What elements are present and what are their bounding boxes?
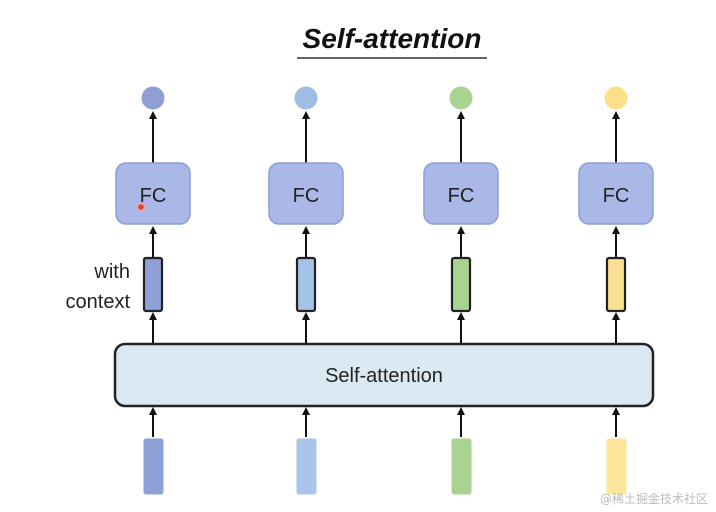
- self-attention-block: [113, 342, 655, 408]
- fc-label-4: FC: [603, 185, 630, 207]
- fc-box-4: [578, 162, 654, 225]
- fc-label-3: FC: [448, 185, 475, 207]
- input-vector-4: [606, 438, 627, 495]
- fc-box-2: [268, 162, 344, 225]
- context-label-line1: with: [93, 261, 130, 283]
- fc-label-2: FC: [293, 185, 320, 207]
- fc-box-1: [115, 162, 191, 225]
- watermark: @稀土掘金技术社区: [600, 491, 708, 506]
- slide-title: Self-attention: [303, 23, 482, 54]
- self-attention-label: Self-attention: [325, 365, 443, 387]
- fc-box-3: [423, 162, 499, 225]
- output-node-4: [604, 86, 628, 110]
- output-node-2: [294, 86, 318, 110]
- cursor-marker-icon: [136, 202, 146, 212]
- context-label-line2: context: [66, 291, 131, 313]
- input-vector-3: [451, 438, 472, 495]
- output-node-1: [141, 86, 165, 110]
- fc-label-1: FC: [140, 185, 167, 207]
- context-vector-4: [605, 256, 627, 313]
- input-vector-1: [143, 438, 164, 495]
- context-vector-3: [450, 256, 472, 313]
- context-vector-2: [295, 256, 317, 313]
- input-vector-2: [296, 438, 317, 495]
- context-vector-1: [142, 256, 164, 313]
- column-group: FC FC FC FC: [115, 86, 654, 495]
- output-node-3: [449, 86, 473, 110]
